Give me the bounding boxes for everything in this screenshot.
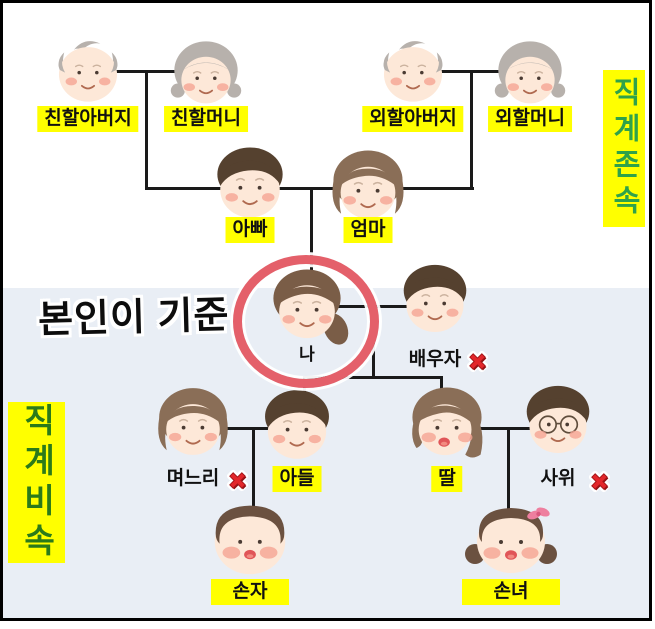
paternal-grandfather-label: 친할아버지 — [37, 106, 139, 132]
connector-line — [310, 187, 313, 279]
me-circle-annotation — [233, 255, 379, 388]
grandson-face — [201, 485, 299, 583]
maternal-grandfather-face — [369, 26, 457, 114]
daughter-in-law-label: 며느리 — [166, 468, 220, 489]
self-reference-note: 본인이 기준 — [37, 294, 230, 342]
son-in-law-label: 사위 — [540, 468, 576, 489]
paternal-grandmother-label: 친할머니 — [164, 106, 248, 132]
paternal-grandfather-face — [44, 26, 132, 114]
connector-line — [303, 376, 306, 406]
spouse-excluded-x-icon — [464, 348, 491, 380]
dad-label: 아빠 — [225, 217, 275, 243]
connector-line — [447, 427, 559, 430]
descendants-section-label: 직계비속 — [8, 402, 65, 563]
maternal-grandfather-label: 외할아버지 — [362, 106, 464, 132]
grandson-label: 손자 — [211, 579, 289, 605]
son-in-law-excluded-x-icon — [586, 468, 613, 500]
son-in-law-face — [512, 373, 604, 465]
son-face — [250, 377, 344, 471]
maternal-grandmother-face — [486, 29, 574, 117]
spouse-face — [389, 252, 481, 344]
daughter-in-law-excluded-x-icon — [224, 467, 251, 499]
daughter-label: 딸 — [431, 466, 463, 492]
daughter-in-law-face — [146, 375, 240, 469]
dad-face — [202, 134, 298, 230]
granddaughter-face — [461, 484, 561, 584]
granddaughter-label: 손녀 — [462, 579, 560, 605]
connector-line — [252, 427, 255, 511]
connector-line — [470, 70, 473, 189]
maternal-grandmother-label: 외할머니 — [488, 106, 572, 132]
mom-label: 엄마 — [343, 217, 393, 243]
connector-line — [303, 376, 443, 379]
son-label: 아들 — [272, 466, 322, 492]
daughter-face — [399, 374, 495, 470]
mom-face — [320, 137, 416, 233]
connector-line — [145, 187, 474, 190]
connector-line — [507, 427, 510, 511]
connector-line — [145, 70, 148, 189]
connector-line — [193, 427, 299, 430]
spouse-label: 배우자 — [408, 349, 462, 370]
ascendants-section-label: 직계존속 — [603, 70, 645, 227]
paternal-grandmother-face — [162, 29, 250, 117]
